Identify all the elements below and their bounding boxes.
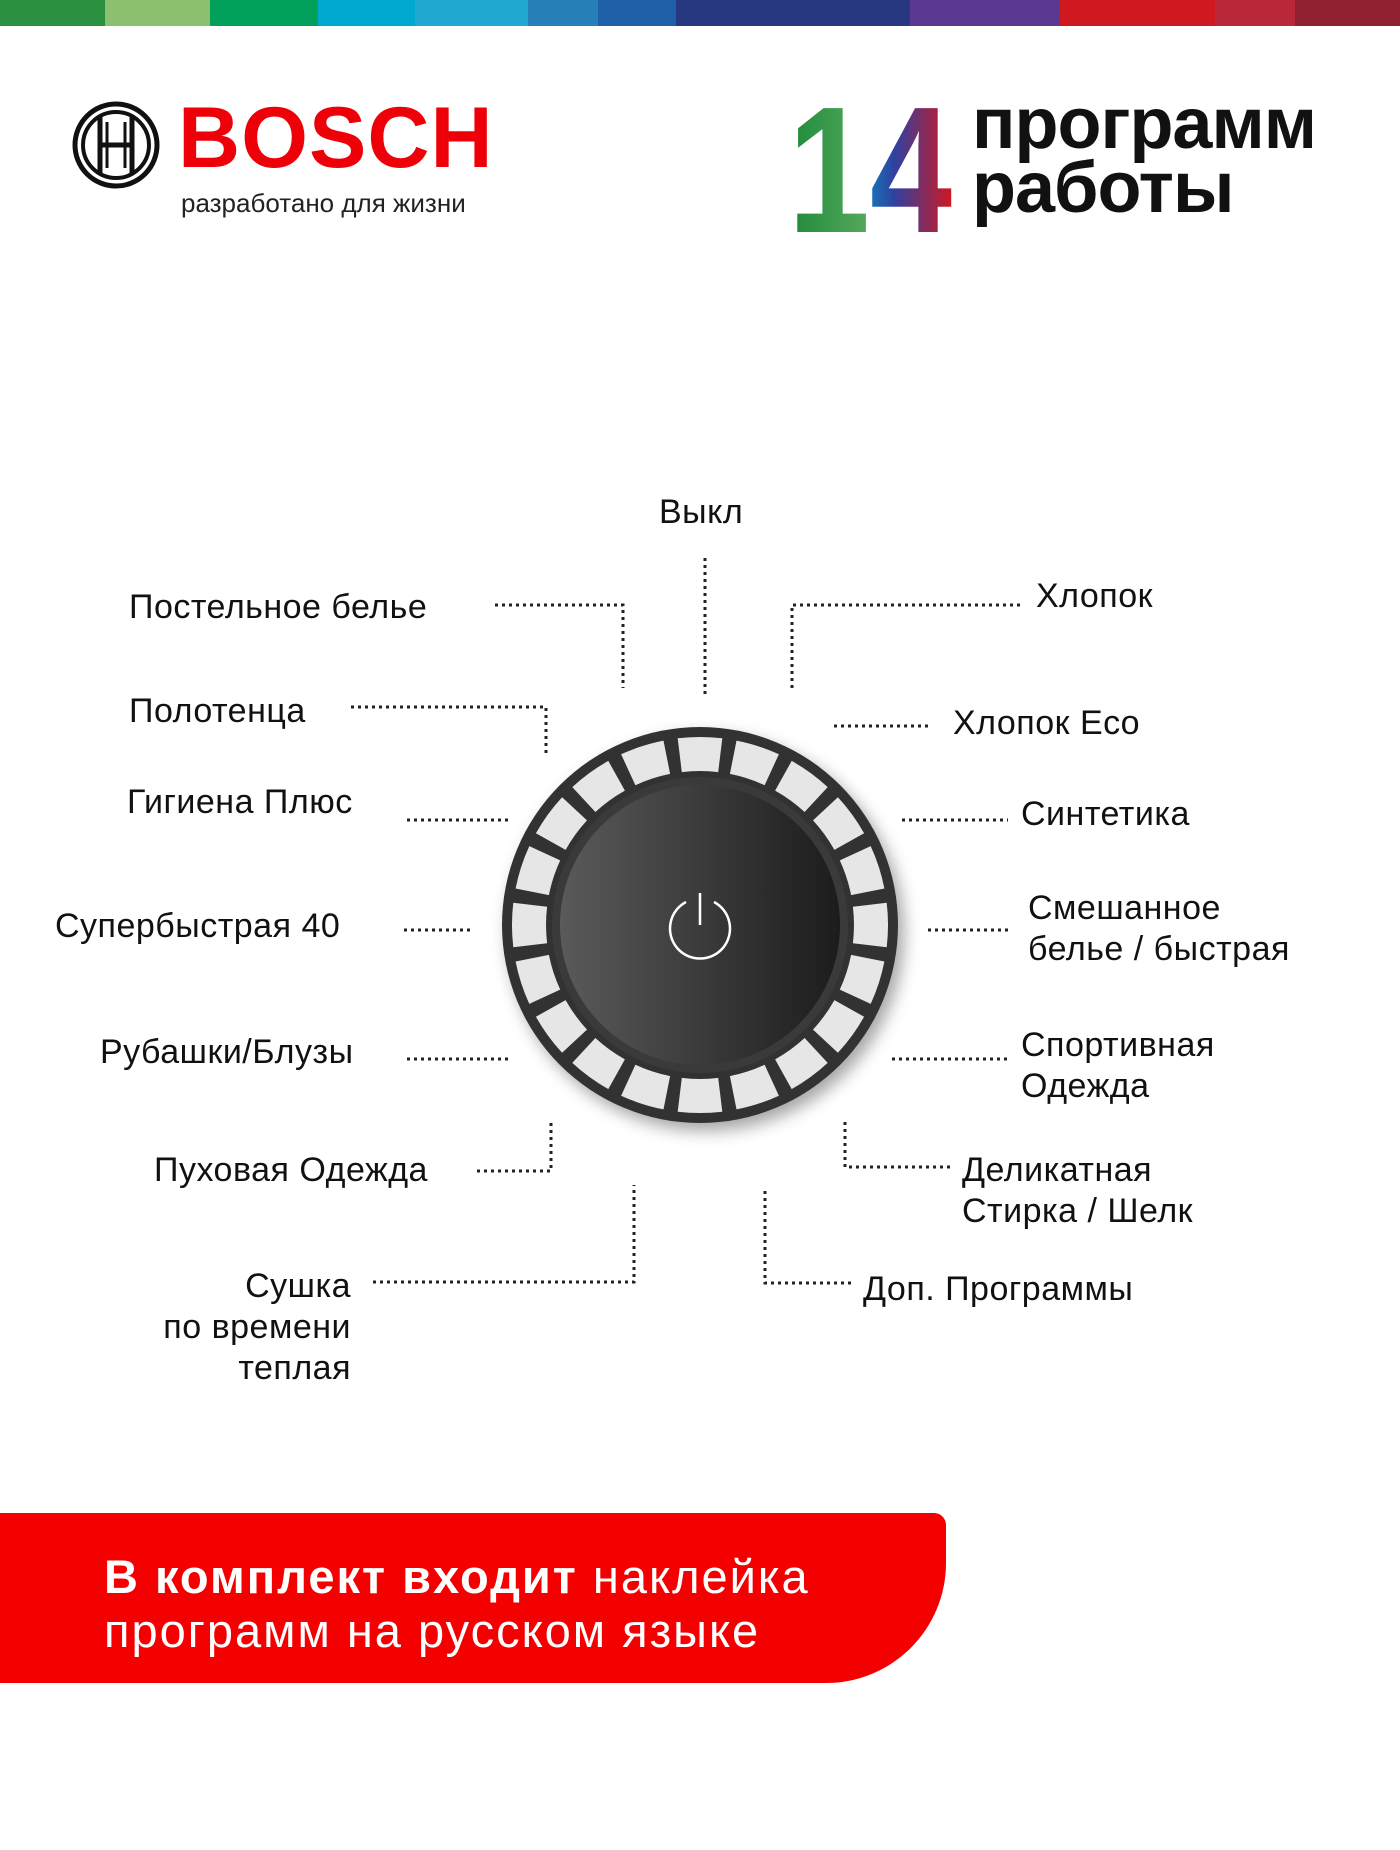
dial-segment — [621, 1064, 671, 1110]
program-count-number: 14 — [788, 92, 952, 237]
label-line: Деликатная — [962, 1151, 1153, 1189]
banner-line1: В комплект входит наклейка — [104, 1553, 810, 1600]
connector-delicate — [843, 1122, 953, 1169]
program-dial-knob[interactable] — [502, 727, 898, 1123]
sticker-info-banner: В комплект входит наклейка программ на р… — [0, 1513, 946, 1683]
dial-segment — [813, 1000, 865, 1053]
dial-segment — [677, 1077, 723, 1114]
label-sportswear: Спортивная Одежда — [1021, 1025, 1215, 1107]
banner-bold-text: В комплект входит — [104, 1550, 578, 1603]
dial-diagram — [351, 558, 1020, 1285]
bosch-armature-logo-icon — [72, 101, 160, 189]
label-line: Спортивная — [1021, 1026, 1215, 1064]
label-superfast-40: Супербыстрая 40 — [55, 907, 341, 945]
brand-logo-text: BOSCH — [178, 90, 494, 186]
label-line: белье / быстрая — [1028, 930, 1290, 968]
label-timed-dry: Сушка по времени теплая — [163, 1266, 351, 1389]
connector-towels — [351, 705, 548, 754]
dial-segment — [729, 740, 779, 786]
dial-segment — [572, 1038, 625, 1090]
dial-segment — [511, 902, 548, 948]
label-line: по времени — [163, 1308, 351, 1346]
header-title-line2: работы — [972, 148, 1234, 228]
dial-segment — [535, 1000, 587, 1053]
dial-segment — [775, 760, 828, 812]
connector-down — [477, 1120, 553, 1173]
dial-segment — [515, 954, 561, 1004]
dial-segment — [775, 1038, 828, 1090]
label-off: Выкл — [659, 493, 744, 531]
header-title: программ работы — [972, 84, 1317, 228]
connector-cotton — [790, 603, 1020, 690]
label-bedding: Постельное белье — [129, 588, 428, 626]
label-line: Смешанное — [1028, 889, 1221, 927]
dial-segment — [729, 1064, 779, 1110]
label-line: Одежда — [1021, 1067, 1150, 1105]
banner-text: наклейка — [577, 1550, 810, 1603]
color-stripe-bar — [0, 0, 1400, 26]
label-hygiene-plus: Гигиена Плюс — [127, 783, 353, 821]
dial-segment — [572, 760, 625, 812]
dial-segment — [839, 846, 885, 896]
label-line: теплая — [238, 1349, 351, 1387]
connector-lines — [351, 558, 1020, 1285]
label-mixed-quick: Смешанное белье / быстрая — [1028, 888, 1290, 970]
dial-segment — [535, 797, 587, 850]
label-towels: Полотенца — [129, 692, 306, 730]
label-synthetics: Синтетика — [1021, 795, 1190, 833]
dial-segments — [511, 736, 889, 1114]
header-title-line1: программ — [972, 84, 1317, 164]
dial-segment — [852, 902, 889, 948]
label-cotton-eco: Хлопок Eco — [953, 704, 1141, 742]
connector-dry — [373, 1185, 636, 1284]
label-line: Стирка / Шелк — [962, 1192, 1194, 1230]
connector-extra — [763, 1191, 852, 1285]
connector-bedding — [495, 603, 625, 688]
power-icon — [668, 893, 732, 960]
dial-segment — [839, 954, 885, 1004]
label-extra-programs: Доп. Программы — [863, 1270, 1134, 1308]
dial-segment — [621, 740, 671, 786]
label-line: Сушка — [245, 1267, 351, 1305]
dial-segment — [515, 846, 561, 896]
dial-segment — [677, 736, 723, 773]
brand-tagline: разработано для жизни — [181, 188, 466, 218]
banner-line2: программ на русском языке — [104, 1604, 761, 1657]
label-shirts: Рубашки/Блузы — [100, 1033, 354, 1071]
dial-segment — [813, 797, 865, 850]
label-delicate-silk: Деликатная Стирка / Шелк — [962, 1150, 1193, 1232]
label-cotton: Хлопок — [1036, 577, 1154, 615]
digit-one: 14 — [788, 92, 952, 237]
label-down-wear: Пуховая Одежда — [154, 1151, 428, 1189]
